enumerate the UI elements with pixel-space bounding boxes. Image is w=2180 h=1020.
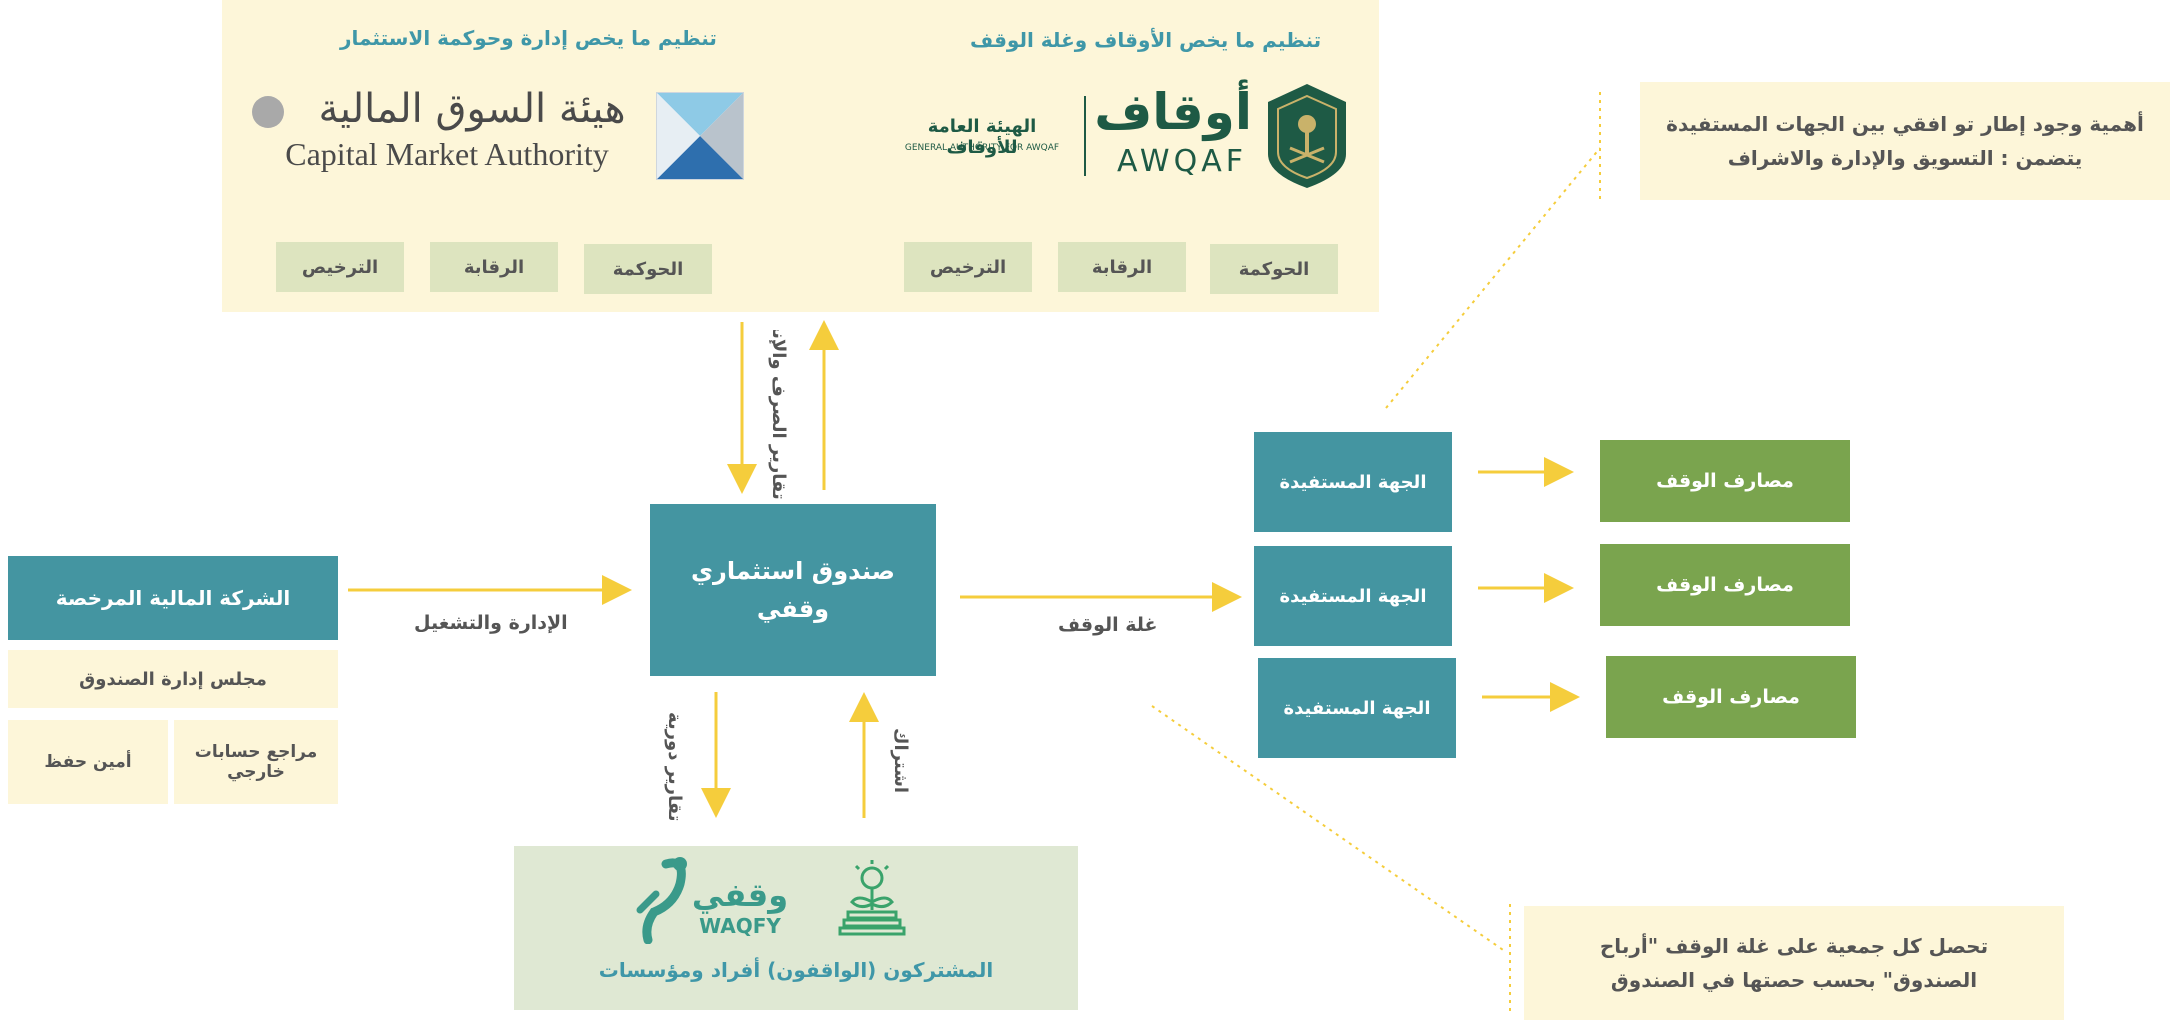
cma-org-name-en: Capital Market Authority bbox=[285, 136, 609, 172]
awqaf-chip-oversight: الرقابة bbox=[1058, 242, 1186, 292]
licensed-company-box: الشركة المالية المرخصة bbox=[8, 556, 338, 640]
fund-box: صندوق استثماري وقفي bbox=[650, 504, 936, 676]
spending-reports-label: تقارير الصرف والإنجاز bbox=[768, 330, 789, 500]
fund-title-line1: صندوق استثماري bbox=[691, 557, 895, 585]
cma-chip-licensing: الترخيص bbox=[276, 242, 404, 292]
subscribers-caption: المشتركون (الواقفون) أفراد ومؤسسات bbox=[598, 958, 994, 982]
fund-board-box: مجلس إدارة الصندوق bbox=[8, 650, 338, 708]
dotted-connector-top-note bbox=[1385, 147, 1601, 409]
cma-chip-governance: الحوكمة bbox=[584, 244, 712, 294]
subscription-label: اشتراك bbox=[890, 728, 911, 794]
awqaf-divider bbox=[1084, 96, 1086, 176]
awqaf-org-name-ar: الهيئة العامة للأوقاف bbox=[927, 116, 1037, 158]
awqaf-logo-english: AWQAF bbox=[1117, 144, 1247, 179]
beneficiary-box-2: الجهة المستفيدة bbox=[1254, 546, 1452, 646]
fund-title-line2: وقفي bbox=[756, 595, 830, 623]
waqf-yield-label: غلة الوقف bbox=[1058, 614, 1158, 636]
waqf-expense-box-1: مصارف الوقف bbox=[1600, 440, 1850, 522]
beneficiary-box-3: الجهة المستفيدة bbox=[1258, 658, 1456, 758]
awqaf-logo-arabic: أوقاف bbox=[1094, 83, 1252, 141]
note-coordination-framework: أهمية وجود إطار تو افقي بين الجهات المست… bbox=[1640, 82, 2170, 200]
waqf-expense-box-3: مصارف الوقف bbox=[1606, 656, 1856, 738]
periodic-reports-label: تقارير دورية bbox=[664, 712, 685, 822]
waqfy-logo-arabic: وقفي bbox=[691, 876, 789, 914]
awqaf-chip-licensing: الترخيص bbox=[904, 242, 1032, 292]
regulators-panel: تنظيم ما يخص الأوقاف وغلة الوقف أوقاف AW… bbox=[222, 0, 1379, 312]
external-auditor-box: مراجع حسابات خارجي bbox=[174, 720, 338, 804]
cma-logo-icon bbox=[656, 92, 744, 180]
subscribers-panel: وقفي WAQFY المشتركون (الواقفون) أفراد وم… bbox=[514, 846, 1078, 1010]
note-yield-distribution: تحصل كل جمعية على غلة الوقف "أرباح الصند… bbox=[1524, 906, 2064, 1020]
custodian-box: أمين حفظ bbox=[8, 720, 168, 804]
cma-chip-oversight: الرقابة bbox=[430, 242, 558, 292]
awqaf-heading: تنظيم ما يخص الأوقاف وغلة الوقف bbox=[970, 28, 1322, 52]
cma-heading: تنظيم ما يخص إدارة وحوكمة الاستثمار bbox=[340, 26, 717, 50]
cma-org-name-ar: هيئة السوق المالية bbox=[318, 86, 626, 132]
cma-emblem-icon bbox=[252, 96, 284, 128]
awqaf-org-name-en: GENERAL AUTHORITY FOR AWQAF bbox=[904, 143, 1060, 153]
plant-coins-icon bbox=[830, 858, 914, 944]
management-label: الإدارة والتشغيل bbox=[414, 612, 568, 634]
awqaf-emblem-icon bbox=[1262, 82, 1352, 190]
beneficiary-box-1: الجهة المستفيدة bbox=[1254, 432, 1452, 532]
waqfy-logo-english: WAQFY bbox=[699, 914, 781, 938]
waqfy-figure-icon bbox=[636, 854, 706, 945]
waqf-expense-box-2: مصارف الوقف bbox=[1600, 544, 1850, 626]
awqaf-chip-governance: الحوكمة bbox=[1210, 244, 1338, 294]
